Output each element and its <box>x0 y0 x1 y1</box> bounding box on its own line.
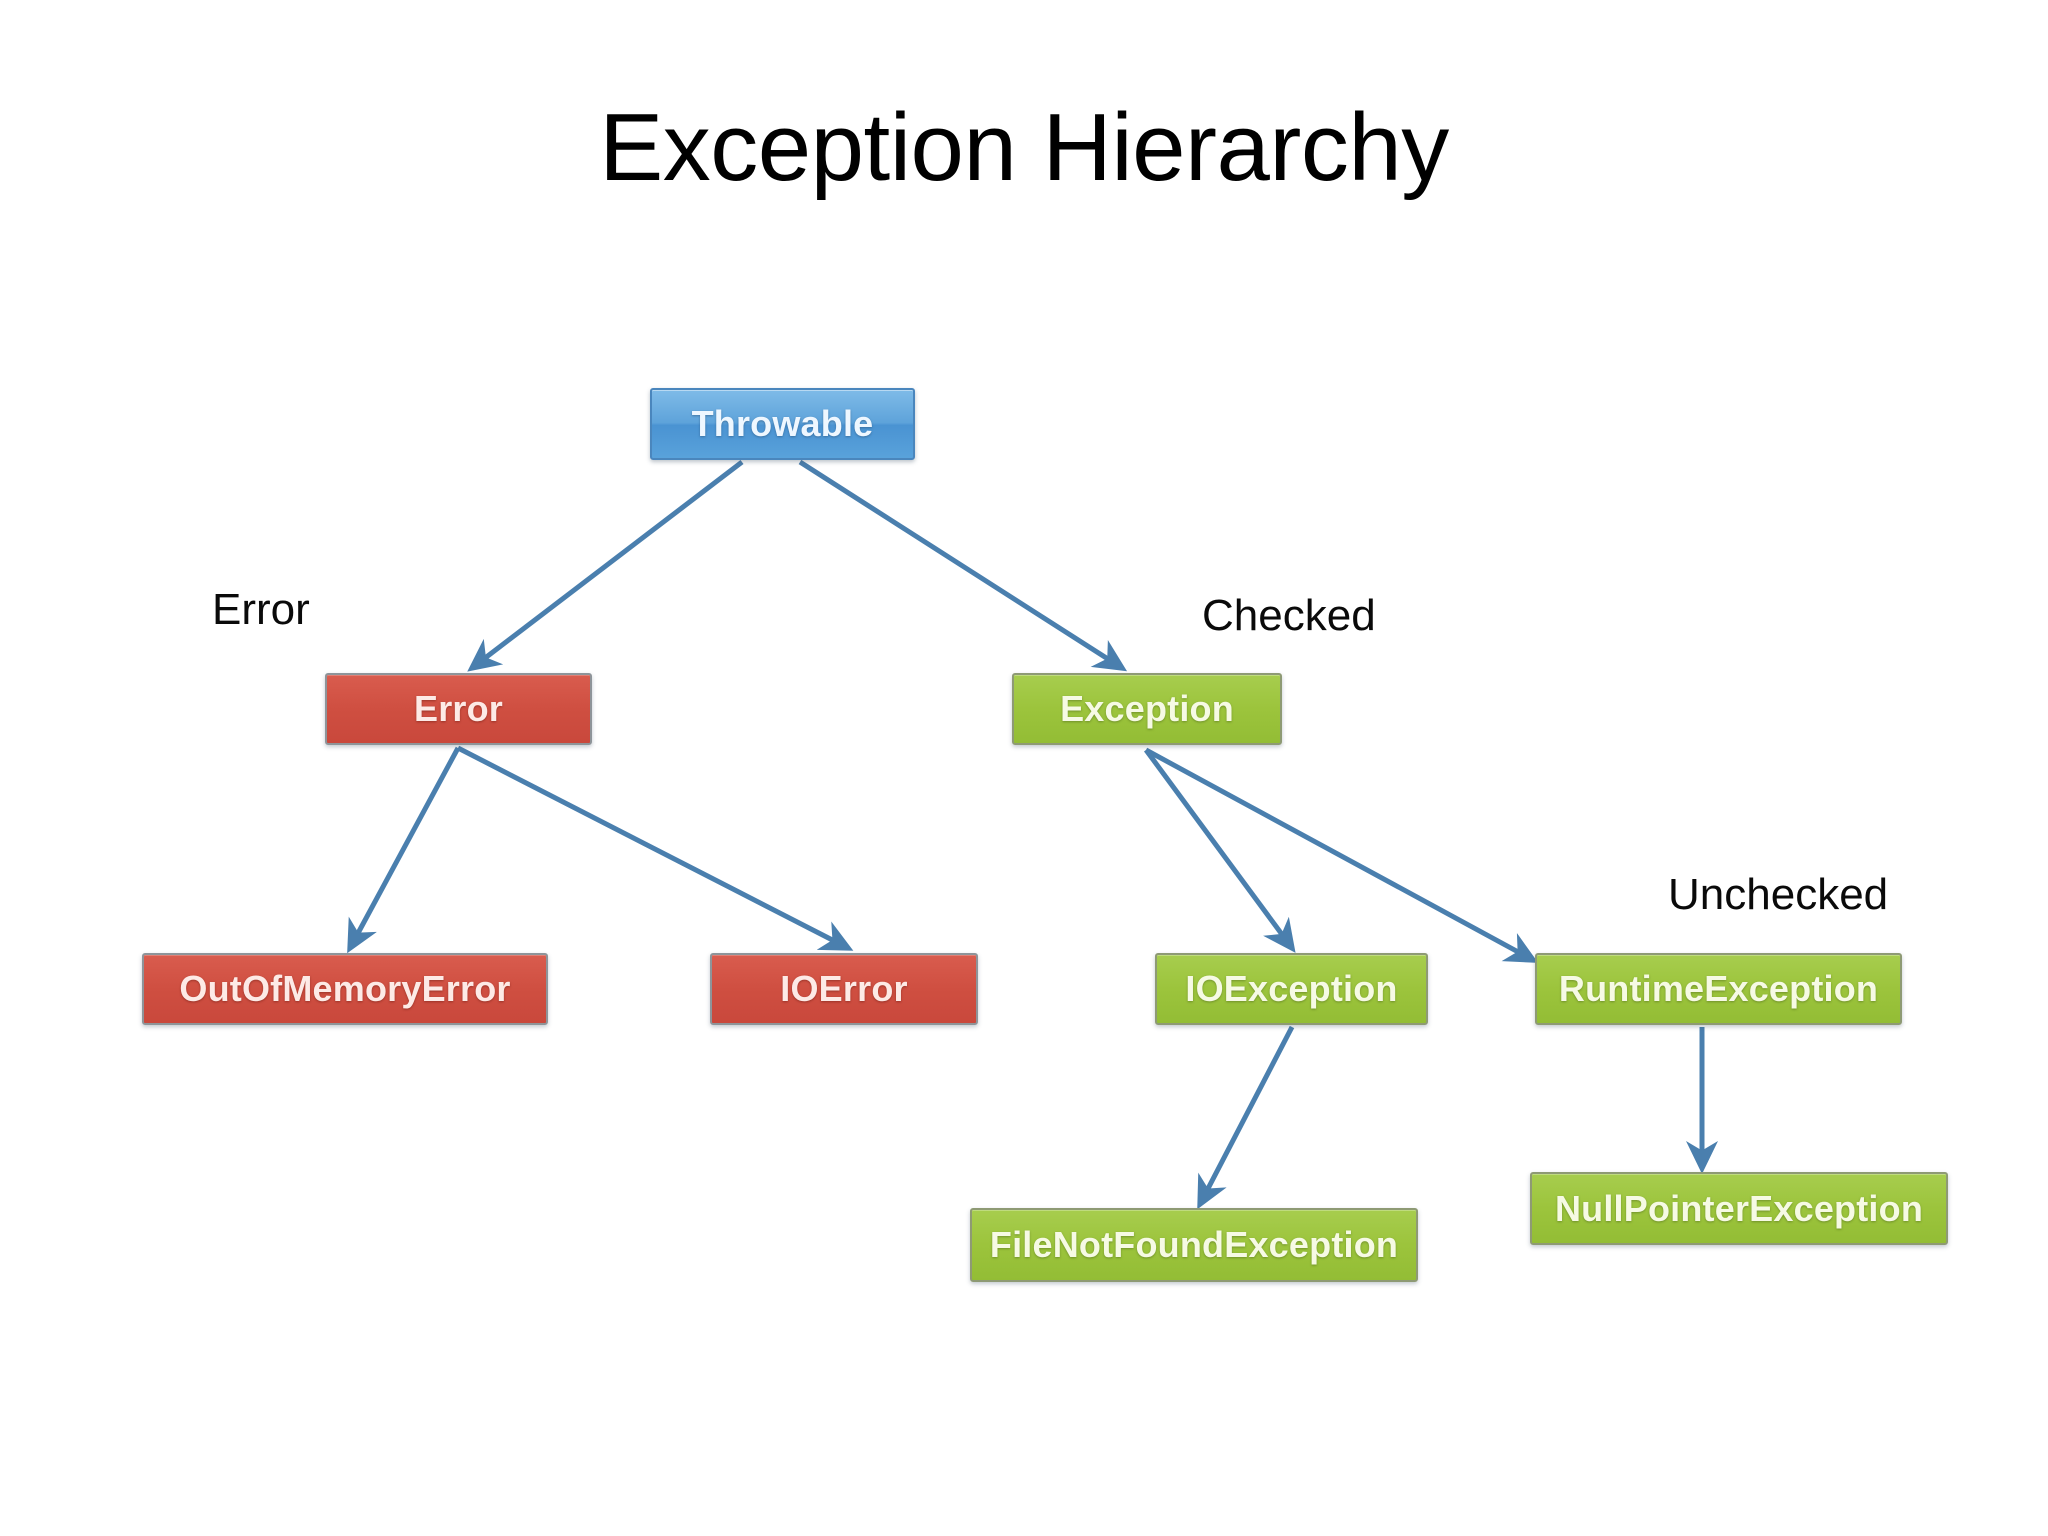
edge-throwable-to-exception <box>798 459 1128 672</box>
node-ioexception[interactable]: IOException <box>1155 953 1428 1025</box>
node-runtimeexception[interactable]: RuntimeException <box>1535 953 1902 1025</box>
node-outofmemoryerror[interactable]: OutOfMemoryError <box>142 953 548 1025</box>
node-label-ioexception: IOException <box>1185 968 1398 1009</box>
node-label-throwable: Throwable <box>691 403 874 444</box>
node-ioerror[interactable]: IOError <box>710 953 978 1025</box>
node-exception[interactable]: Exception <box>1012 673 1282 745</box>
edge-group <box>347 459 1718 1210</box>
node-nullpointerexception[interactable]: NullPointerException <box>1530 1172 1948 1245</box>
node-label-error: Error <box>413 688 504 729</box>
annotation-unchecked-group: Unchecked <box>1668 870 1889 919</box>
annotation-error-group: Error <box>212 585 310 634</box>
node-label-outofmemoryerror: OutOfMemoryError <box>179 968 511 1009</box>
edge-throwable-to-error <box>467 460 744 672</box>
edge-exception-to-runtimeexception <box>1144 747 1539 963</box>
edge-exception-to-ioexception <box>1143 748 1296 953</box>
node-label-ioerror: IOError <box>780 968 908 1009</box>
node-label-filenotfoundexception: FileNotFoundException <box>989 1224 1399 1265</box>
node-label-runtimeexception: RuntimeException <box>1558 968 1879 1009</box>
edge-error-to-outofmemoryerror <box>347 746 461 954</box>
page-title: Exception Hierarchy <box>599 94 1449 201</box>
node-label-nullpointerexception: NullPointerException <box>1554 1187 1924 1229</box>
edge-error-to-ioerror <box>456 745 854 951</box>
node-error[interactable]: Error <box>325 673 592 745</box>
node-throwable[interactable]: Throwable <box>650 388 915 460</box>
edge-ioexception-to-filenotfoundexception <box>1197 1025 1295 1210</box>
node-label-exception: Exception <box>1060 688 1234 729</box>
node-filenotfoundexception[interactable]: FileNotFoundException <box>970 1208 1418 1282</box>
annotation-checked-group: Checked <box>1202 591 1376 640</box>
